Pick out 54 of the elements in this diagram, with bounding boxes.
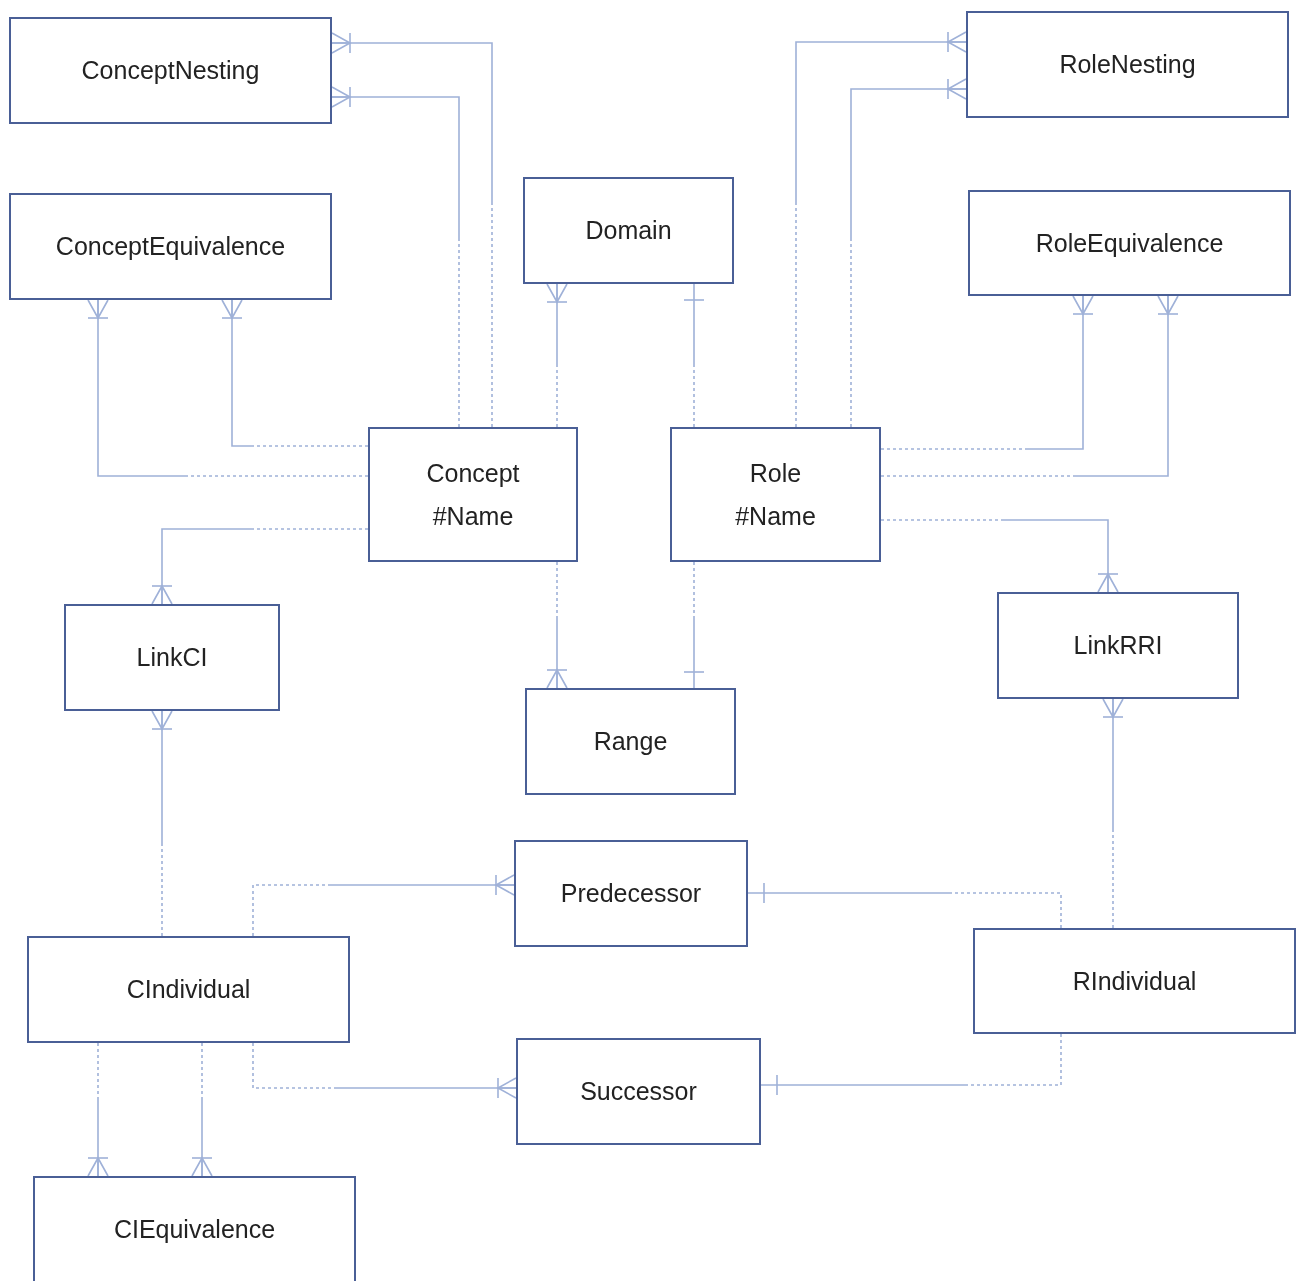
entity-name: Range xyxy=(593,726,668,758)
entity-box xyxy=(33,1176,356,1281)
entity-name: Predecessor xyxy=(560,878,702,910)
entity-box xyxy=(997,592,1239,699)
entity-name: Successor xyxy=(580,1076,697,1108)
entity-name: LinkRRI xyxy=(1073,630,1163,662)
relationship-line xyxy=(546,283,568,428)
relationship-line xyxy=(331,32,493,428)
relationship-line xyxy=(880,519,1119,593)
entity-name: LinkCI xyxy=(136,642,208,674)
relationship-line xyxy=(795,31,967,428)
entity-name: CIndividual xyxy=(126,974,251,1006)
relationship-line xyxy=(252,1042,517,1099)
relationship-line xyxy=(1102,698,1124,929)
entity-box xyxy=(27,936,350,1043)
entity-box xyxy=(670,427,881,562)
relationship-line xyxy=(151,710,173,937)
entity-name: Concept xyxy=(426,458,520,489)
entity-name: ConceptEquivalence xyxy=(55,231,286,263)
relationship-line xyxy=(151,528,369,605)
relationship-line xyxy=(331,86,460,428)
relationship-line xyxy=(546,561,568,689)
relationship-line xyxy=(191,1042,213,1177)
relationship-line xyxy=(880,295,1179,477)
relationship-line xyxy=(683,561,705,689)
relationship-line xyxy=(760,1033,1062,1096)
entity-box xyxy=(523,177,734,284)
entity-name: RoleEquivalence xyxy=(1035,227,1224,259)
relationship-line xyxy=(880,295,1094,450)
relationship-line xyxy=(850,78,967,428)
relationship-line xyxy=(221,299,369,447)
attribute-name: #Name xyxy=(432,500,514,532)
relationship-line xyxy=(87,299,369,477)
entity-box xyxy=(368,427,578,562)
entity-box xyxy=(516,1038,761,1145)
entity-box xyxy=(9,193,332,300)
entity-box xyxy=(64,604,280,711)
entity-box xyxy=(968,190,1291,296)
entity-name: RIndividual xyxy=(1072,965,1197,997)
relationship-line xyxy=(87,1042,109,1177)
entity-box xyxy=(973,928,1296,1034)
entity-name: RoleNesting xyxy=(1059,49,1196,81)
entity-box xyxy=(9,17,332,124)
attribute-name: #Name xyxy=(735,500,816,532)
entity-box xyxy=(525,688,736,795)
entity-name: Role xyxy=(749,458,802,489)
relationship-line xyxy=(683,283,705,428)
entity-box xyxy=(966,11,1289,118)
relationship-line xyxy=(747,882,1062,929)
entity-name: ConceptNesting xyxy=(81,55,260,87)
relationship-line xyxy=(252,874,515,937)
entity-name: CIEquivalence xyxy=(113,1214,276,1246)
entity-name: Domain xyxy=(585,215,672,247)
entity-box xyxy=(514,840,748,947)
